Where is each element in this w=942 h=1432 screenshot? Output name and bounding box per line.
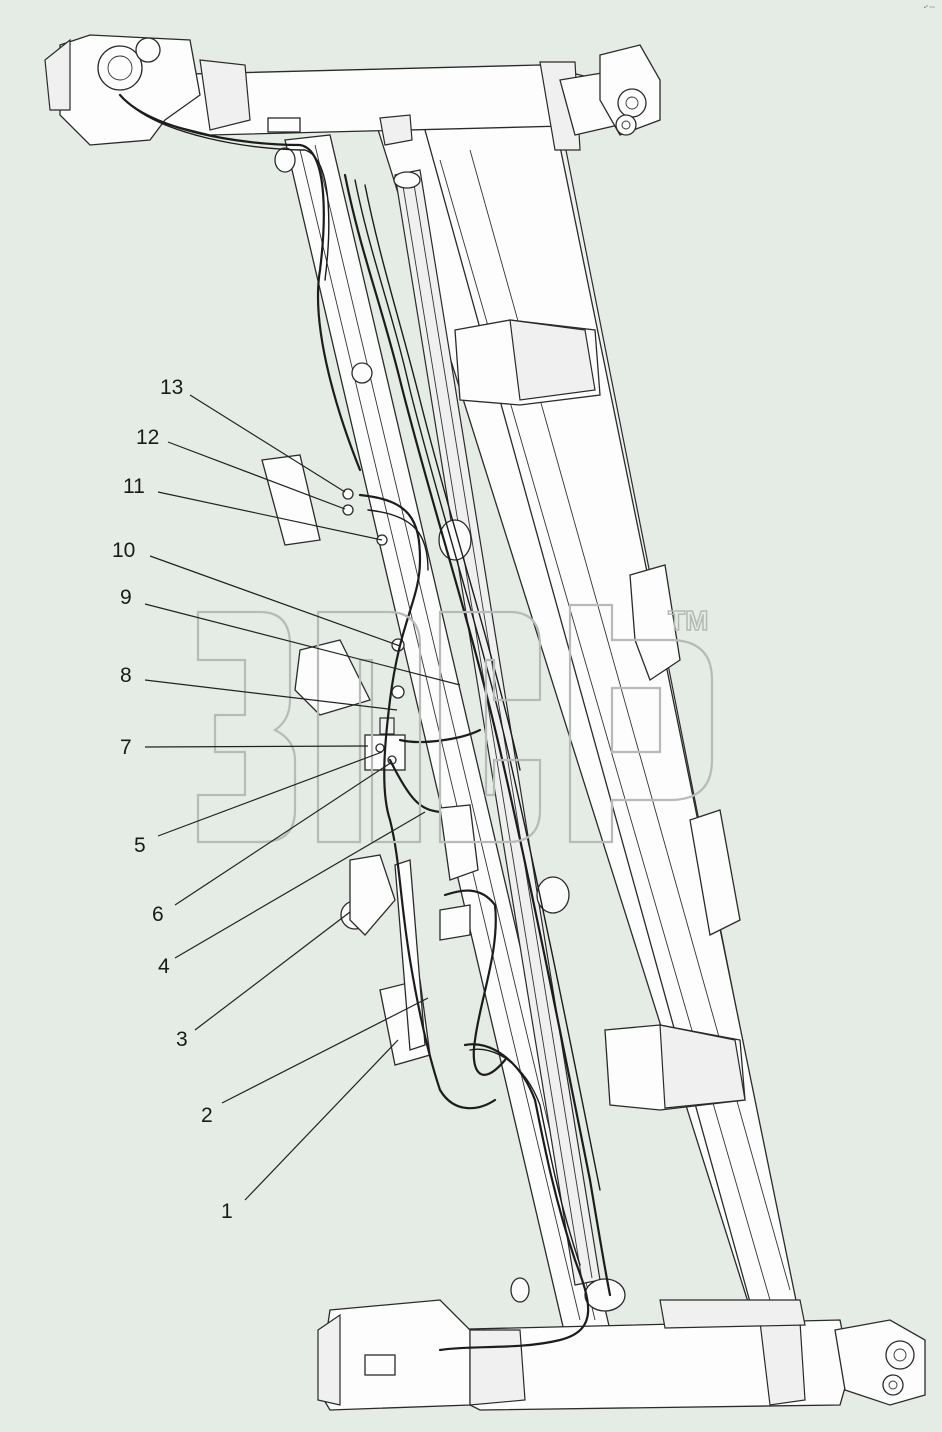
leader-12 — [167, 441, 346, 510]
leader-10 — [149, 555, 401, 647]
bottom-left-housing — [317, 1277, 530, 1411]
callout-7: 7 — [120, 736, 132, 759]
watermark-tm: TM — [668, 605, 708, 636]
bottom-crossmember — [429, 1299, 926, 1411]
leader-3 — [194, 911, 351, 1031]
callout-10: 10 — [112, 539, 135, 562]
leader-2 — [221, 997, 429, 1104]
top-crossmember — [149, 44, 661, 151]
callout-3: 3 — [176, 1028, 188, 1051]
callout-9: 9 — [120, 586, 132, 609]
callout-numbers: 13 12 11 10 9 8 7 5 6 4 3 2 1 — [112, 376, 233, 1223]
leader-8 — [144, 679, 398, 711]
corner-mark: •° ~~ — [924, 5, 935, 11]
callout-2: 2 — [201, 1104, 213, 1127]
callout-1: 1 — [221, 1200, 233, 1223]
leader-11 — [157, 491, 383, 541]
leader-6 — [174, 761, 393, 906]
leader-7 — [144, 745, 369, 748]
leader-9 — [144, 603, 461, 686]
callout-12: 12 — [136, 426, 159, 449]
leader-5 — [157, 751, 383, 837]
watermark-logo: TM — [196, 603, 714, 844]
hydraulic-cylinder — [393, 169, 626, 1312]
callout-13: 13 — [160, 376, 183, 399]
callout-4: 4 — [158, 955, 170, 978]
leader-13 — [189, 394, 346, 493]
right-brackets — [454, 319, 746, 1111]
leader-4 — [174, 811, 426, 959]
top-left-housing — [44, 34, 413, 173]
callout-5: 5 — [134, 834, 146, 857]
callout-6: 6 — [152, 903, 164, 926]
callout-11: 11 — [123, 475, 145, 498]
leader-1 — [244, 1039, 399, 1201]
callout-8: 8 — [120, 664, 132, 687]
leader-lines — [144, 394, 461, 1201]
hose-bundle — [118, 93, 612, 1352]
